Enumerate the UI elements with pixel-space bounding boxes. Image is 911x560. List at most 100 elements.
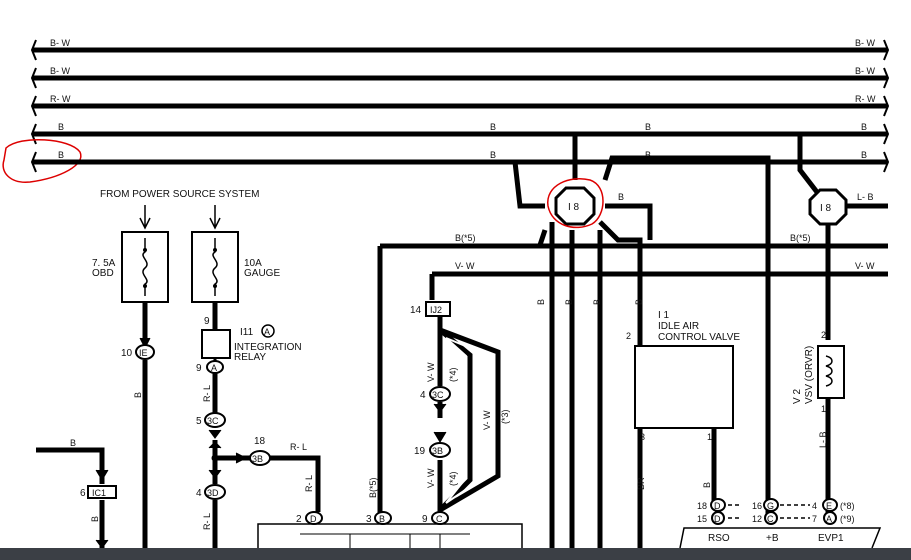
wire-label-b-5-mid2: B bbox=[645, 150, 651, 160]
wire-label-vw4-a: (*4) bbox=[448, 367, 458, 382]
junction-wires bbox=[32, 131, 888, 552]
connector-3b-a: 3B bbox=[249, 450, 271, 466]
connector-c-ecm bbox=[764, 511, 778, 525]
fuse-gauge bbox=[191, 231, 239, 303]
wire-label-b-5-left: B bbox=[58, 150, 64, 160]
connector-ie-label: IE bbox=[139, 348, 148, 358]
annotation-circle-b-wire bbox=[2, 139, 82, 183]
connector-3b-b: 3B bbox=[429, 442, 451, 458]
wire-label-lb-v: L- B bbox=[818, 431, 828, 448]
pin-12: 12 bbox=[752, 514, 762, 524]
top-wire-bundle bbox=[30, 39, 890, 173]
wire-label-vw-b: V- W bbox=[482, 410, 492, 430]
wire-label-b5-right: B(*5) bbox=[790, 233, 811, 243]
wire-label-b-v1: B bbox=[536, 299, 546, 305]
relay-name-2: RELAY bbox=[234, 352, 266, 363]
pin-6: 6 bbox=[80, 488, 86, 499]
wire-label-br: BR bbox=[636, 477, 646, 490]
pin-2b: 2 bbox=[626, 331, 631, 341]
pin-3: 3 bbox=[366, 514, 372, 525]
wire-label-vw3: (*3) bbox=[500, 409, 510, 424]
right-junction-wires bbox=[797, 134, 888, 520]
connector-d-ecm-label: D bbox=[714, 501, 721, 511]
ecm-outline bbox=[679, 527, 882, 549]
window-bottom-bar bbox=[0, 548, 911, 560]
pin-4c: 4 bbox=[812, 501, 817, 511]
ecm-term-rso: RSO bbox=[708, 533, 730, 544]
connector-e-label: E bbox=[826, 501, 832, 511]
wire-label-bw-2-right: B- W bbox=[855, 66, 876, 76]
junction-i8: I 8 bbox=[554, 186, 596, 226]
relay-circle-label: A bbox=[264, 327, 270, 337]
connector-3c-b: 3C bbox=[429, 386, 451, 402]
connector-c-ecm-label: C bbox=[767, 514, 774, 524]
connector-3b-b-label: 3B bbox=[432, 446, 443, 456]
ecm-term-b: +B bbox=[766, 533, 779, 544]
connector-d: D bbox=[305, 511, 323, 525]
pin-16: 16 bbox=[752, 501, 762, 511]
relay-id: I11 bbox=[240, 327, 254, 338]
junction-i8-right: I 8 bbox=[808, 188, 848, 226]
power-source-label: FROM POWER SOURCE SYSTEM bbox=[100, 189, 259, 200]
connector-d-ecm: D bbox=[710, 498, 726, 512]
connector-g-label: G bbox=[767, 501, 774, 511]
pin-1b: 1 bbox=[821, 404, 826, 414]
pin-9b: 9 bbox=[196, 363, 202, 374]
connector-c: C bbox=[431, 511, 449, 525]
wire-label-rl-2: R- L bbox=[290, 442, 307, 452]
wire-label-vw-a: V- W bbox=[426, 362, 436, 382]
vsv-box bbox=[817, 345, 845, 399]
wire-label-b-4-mid: B bbox=[490, 122, 496, 132]
wire-label-b-4-right: B bbox=[861, 122, 867, 132]
wire-label-vw4-c: (*4) bbox=[448, 471, 458, 486]
connector-3d: 3D bbox=[204, 484, 226, 500]
wire-label-b5-v: B(*5) bbox=[368, 477, 378, 498]
pin-9c: 9 bbox=[422, 514, 428, 525]
wire-label-b-obd: B bbox=[133, 392, 143, 398]
connector-ij2-label: IJ2 bbox=[430, 305, 442, 315]
connector-a-ecm-label: A bbox=[826, 514, 832, 524]
connector-d-label: D bbox=[310, 514, 317, 524]
annotation-circle-i8 bbox=[547, 178, 604, 229]
connector-d-ecm-2 bbox=[711, 511, 725, 525]
pin-2: 2 bbox=[296, 514, 302, 525]
pin-4: 4 bbox=[196, 488, 202, 499]
vsv-id: V 2 bbox=[792, 389, 803, 404]
wire-label-b-ic1: B bbox=[70, 438, 76, 448]
wire-label-vw-mid: V- W bbox=[455, 261, 475, 271]
ecm-note-8: (*8) bbox=[840, 501, 855, 511]
pin-4b: 4 bbox=[420, 390, 426, 401]
connector-g: G bbox=[763, 498, 779, 512]
connector-3c-b-label: 3C bbox=[432, 390, 444, 400]
wire-label-b-v3: B bbox=[592, 299, 602, 305]
wire-label-bw-2-left: B- W bbox=[50, 66, 71, 76]
connector-b: B bbox=[374, 511, 392, 525]
connector-ij2: IJ2 bbox=[425, 301, 451, 317]
pin-1: 1 bbox=[707, 432, 712, 442]
wire-label-bw-1-right: B- W bbox=[855, 38, 876, 48]
wire-label-rl-4: R- L bbox=[202, 513, 212, 530]
pin-15: 15 bbox=[697, 514, 707, 524]
wire-label-lb: L- B bbox=[857, 192, 874, 202]
wire-label-b-iac: B bbox=[702, 482, 712, 488]
connector-d-ecm-2-label: D bbox=[714, 514, 721, 524]
connector-3b-a-label: 3B bbox=[252, 454, 263, 464]
fuse-obd-rating: 7. 5A bbox=[92, 258, 116, 269]
relay-circle bbox=[261, 324, 275, 338]
fuse-gauge-name: GAUGE bbox=[244, 268, 280, 279]
iac-valve-box bbox=[634, 345, 734, 429]
connector-3c-label: 3C bbox=[207, 416, 219, 426]
ecm-term-evp1: EVP1 bbox=[818, 533, 844, 544]
wire-label-rl-1: R- L bbox=[202, 385, 212, 402]
iac-name-1: IDLE AIR bbox=[658, 321, 699, 332]
iac-name-2: CONTROL VALVE bbox=[658, 332, 740, 343]
wire-label-bw-1-left: B- W bbox=[50, 38, 71, 48]
connector-ie: IE bbox=[135, 344, 155, 360]
fuse-obd bbox=[121, 231, 169, 303]
wire-label-rw-left: R- W bbox=[50, 94, 71, 104]
connector-e: E bbox=[822, 498, 838, 512]
wire-label-b-4-left: B bbox=[58, 122, 64, 132]
pin-3b: 3 bbox=[640, 432, 645, 442]
connector-3c: 3C bbox=[204, 412, 226, 428]
